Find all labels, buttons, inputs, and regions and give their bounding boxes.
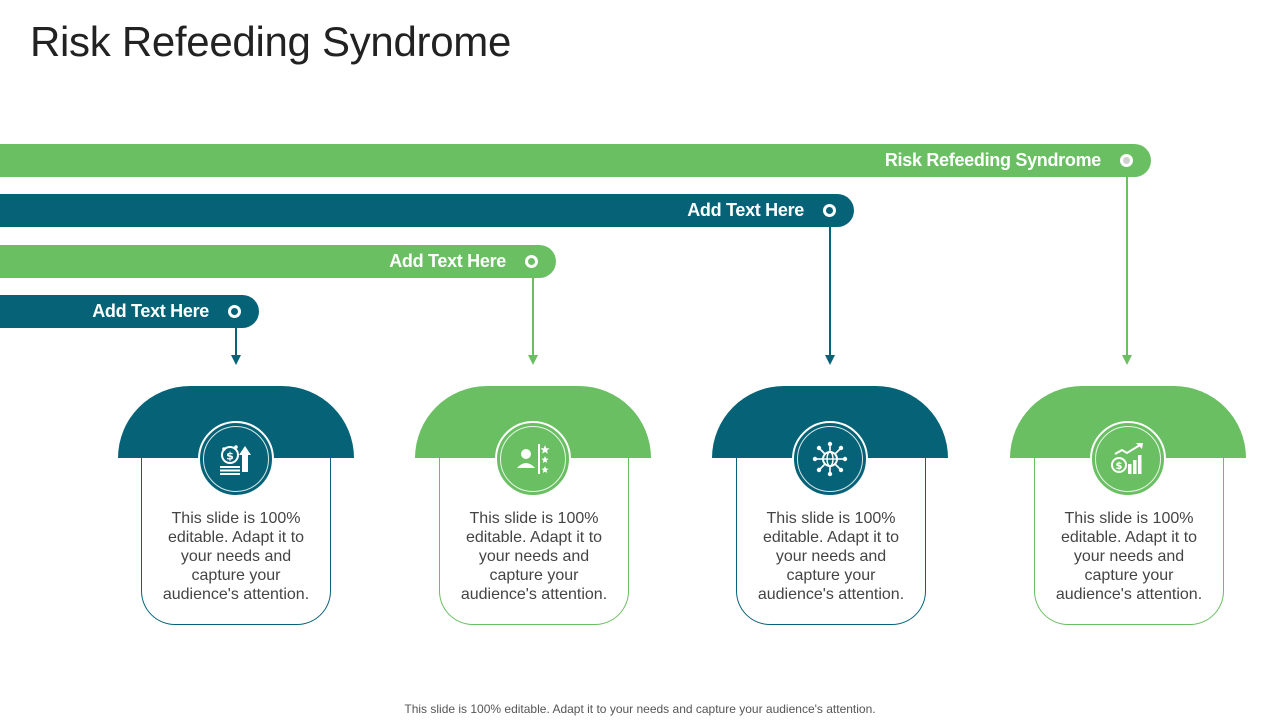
connector-line [829, 226, 831, 356]
card-text: This slide is 100% editable. Adapt it to… [162, 510, 310, 603]
user-rating-icon [517, 444, 550, 474]
bar-label: Add Text Here [687, 200, 804, 220]
bar-add-text-3: Add Text Here [0, 295, 259, 328]
svg-text:$: $ [1116, 461, 1123, 472]
global-network-icon [812, 441, 848, 477]
bar-add-text-2: Add Text Here [0, 245, 556, 278]
info-card: This slide is 100% editable. Adapt it to… [736, 457, 926, 625]
dollar-growth-icon: $ [220, 445, 251, 475]
icon-badge [792, 421, 868, 497]
connector-line [532, 277, 534, 356]
page-title: Risk Refeeding Syndrome [30, 18, 512, 65]
money-chart-icon: $ [1111, 443, 1143, 474]
bar-dot [823, 204, 836, 217]
bar-label: Add Text Here [389, 251, 506, 271]
bar-label: Risk Refeeding Syndrome [884, 150, 1101, 170]
card-text: This slide is 100% editable. Adapt it to… [460, 510, 608, 603]
card-text: This slide is 100% editable. Adapt it to… [757, 510, 905, 603]
card-text: This slide is 100% editable. Adapt it to… [1055, 510, 1203, 603]
arrow-down-icon [1122, 355, 1132, 365]
arrow-down-icon [231, 355, 241, 365]
info-card: This slide is 100% editable. Adapt it to… [439, 457, 629, 625]
bar-dot [525, 255, 538, 268]
icon-badge [495, 421, 571, 497]
bar-dot [1120, 154, 1133, 167]
bar-add-text-1: Add Text Here [0, 194, 854, 227]
bar-dot [228, 305, 241, 318]
bar-label: Add Text Here [92, 301, 209, 321]
arrow-down-icon [528, 355, 538, 365]
arrow-down-icon [825, 355, 835, 365]
connector-line [1126, 176, 1128, 356]
icon-badge: $ [1090, 421, 1166, 497]
icon-badge: $ [198, 421, 274, 497]
svg-text:$: $ [226, 450, 234, 463]
footer-note: This slide is 100% editable. Adapt it to… [404, 702, 876, 716]
bar-risk-refeeding-syndrome: Risk Refeeding Syndrome [0, 144, 1151, 177]
connector-line [235, 327, 237, 356]
